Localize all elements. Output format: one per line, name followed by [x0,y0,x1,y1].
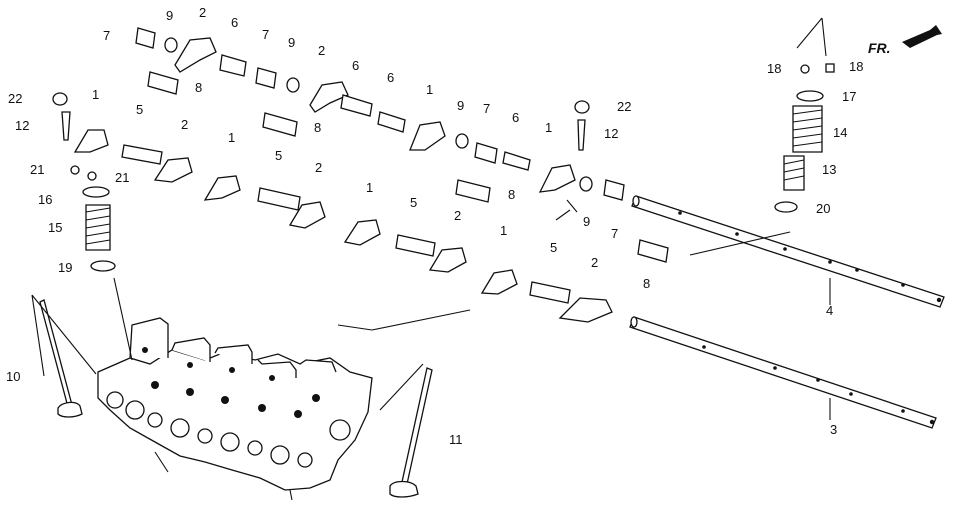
callout-8: 8 [643,276,650,291]
callout-15: 15 [48,220,62,235]
callout-1: 1 [500,223,507,238]
callout-21: 21 [30,162,44,177]
callout-12: 12 [15,118,29,133]
cylinder-head [97,317,373,491]
callout-9: 9 [288,35,295,50]
leader-lines [31,17,831,501]
callout-18: 18 [767,61,781,76]
callout-6: 6 [512,110,519,125]
callout-1: 1 [92,87,99,102]
callout-7: 7 [611,226,618,241]
callout-6: 6 [231,15,238,30]
callout-2: 2 [181,117,188,132]
spring-15 [85,204,111,251]
nut-22-left [52,92,68,106]
callout-4: 4 [826,303,833,318]
callout-21: 21 [115,170,129,185]
callout-1: 1 [426,82,433,97]
callout-9: 9 [583,214,590,229]
callout-7: 7 [483,101,490,116]
callout-2: 2 [318,43,325,58]
callout-2: 2 [591,255,598,270]
seat-20 [774,201,798,213]
callout-9: 9 [457,98,464,113]
front-arrow-icon [902,25,942,48]
callout-11: 11 [449,432,463,447]
callout-9: 9 [166,8,173,23]
callout-6: 6 [387,70,394,85]
rocker-shaft-4 [631,195,945,308]
direction-label: FR. [868,40,891,56]
valve-10 [39,299,83,418]
front-direction-marker: FR. [868,25,942,56]
screw-12-left [61,111,71,141]
retainer-17 [796,90,824,102]
valve-11 [389,367,433,498]
retainer-16 [82,186,110,198]
callout-18: 18 [849,59,863,74]
keeper-21-b [87,171,97,181]
callout-2: 2 [454,208,461,223]
callout-17: 17 [842,89,856,104]
callout-8: 8 [314,120,321,135]
callout-22: 22 [617,99,631,114]
keeper-18-b [825,63,835,73]
callout-22: 22 [8,91,22,106]
callout-12: 12 [604,126,618,141]
rocker-parts [73,27,669,323]
callout-20: 20 [816,201,830,216]
keeper-21-a [70,165,80,175]
callout-8: 8 [508,187,515,202]
callout-1: 1 [228,130,235,145]
callout-1: 1 [545,120,552,135]
callout-6: 6 [352,58,359,73]
callout-14: 14 [833,125,847,140]
callout-16: 16 [38,192,52,207]
rocker-shaft-3 [629,316,937,429]
callout-8: 8 [195,80,202,95]
seat-19 [90,260,116,272]
callout-2: 2 [315,160,322,175]
callout-19: 19 [58,260,72,275]
callout-5: 5 [410,195,417,210]
callout-5: 5 [275,148,282,163]
callout-labels: 7 9 2 6 7 9 2 6 8 6 1 9 7 6 22 22 12 12 … [6,5,863,447]
keeper-18-a [800,64,810,74]
callout-2: 2 [199,5,206,20]
callout-13: 13 [822,162,836,177]
callout-10: 10 [6,369,20,384]
spring-13 [783,155,805,191]
callout-5: 5 [550,240,557,255]
callout-7: 7 [262,27,269,42]
callout-1: 1 [366,180,373,195]
callout-3: 3 [830,422,837,437]
callout-5: 5 [136,102,143,117]
spring-14 [792,105,823,153]
callout-7: 7 [103,28,110,43]
